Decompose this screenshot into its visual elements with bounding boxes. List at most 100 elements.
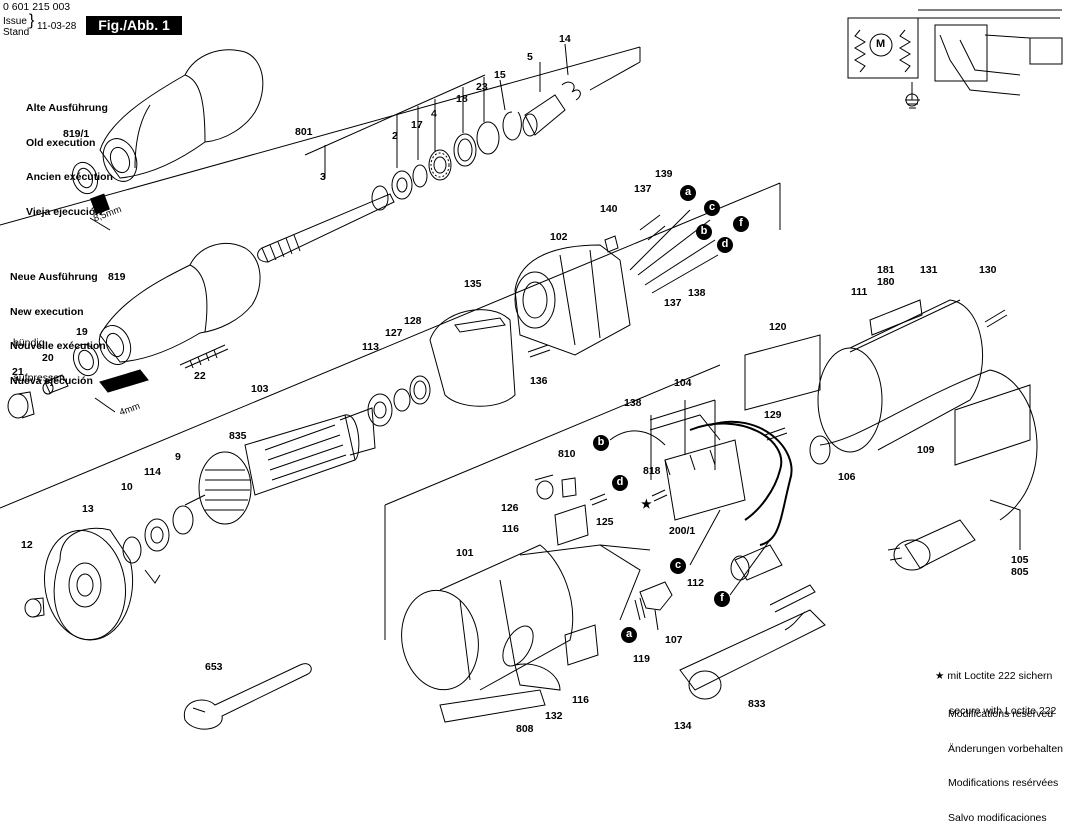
exploded-parts-diagram: 0 601 215 003 Issue Stand } 11-03-28 Fig… bbox=[0, 1, 1063, 823]
part-139: 139 bbox=[655, 168, 673, 180]
part-132: 132 bbox=[545, 710, 563, 722]
part-128: 128 bbox=[404, 315, 422, 327]
main-housing bbox=[401, 544, 651, 691]
press-flush-note: bündig aufpressen bbox=[13, 315, 65, 396]
part-15: 15 bbox=[494, 69, 506, 81]
wire-bundle bbox=[629, 209, 719, 294]
spring-clip bbox=[144, 569, 161, 584]
bearing-113 bbox=[367, 393, 393, 427]
guard-ring bbox=[429, 309, 516, 407]
part-126: 126 bbox=[501, 502, 519, 514]
part-23: 23 bbox=[476, 81, 488, 93]
modifications-note: Modifications reserved Änderungen vorbeh… bbox=[948, 686, 1063, 836]
loctite-note: ★ mit Loctite 222 sichern secure with Lo… bbox=[935, 648, 1056, 729]
screw-125 bbox=[589, 493, 608, 506]
bearing-114 bbox=[144, 518, 170, 552]
old-execution-line: Vieja ejecución bbox=[26, 205, 102, 218]
part-103: 103 bbox=[251, 383, 269, 395]
modifications-line: Modifications reserved bbox=[948, 708, 1054, 720]
leader-104 bbox=[649, 399, 716, 421]
switch-104 bbox=[649, 414, 746, 521]
brush-holder-116b bbox=[564, 624, 599, 666]
ring-23 bbox=[476, 121, 500, 155]
part-119: 119 bbox=[633, 653, 650, 665]
screw-129 bbox=[764, 427, 788, 441]
part-114: 114 bbox=[144, 466, 161, 478]
motor-icon: M bbox=[876, 38, 886, 50]
frame-edge bbox=[589, 61, 641, 91]
loctite-line: mit Loctite 222 sichern bbox=[947, 670, 1053, 682]
part-808: 808 bbox=[516, 723, 534, 735]
wire-marker-f: f bbox=[733, 216, 749, 232]
wire-marker-b: b bbox=[593, 435, 609, 451]
wire-marker-f: f bbox=[714, 591, 730, 607]
star-icon: ★ bbox=[935, 670, 945, 682]
part-140: 140 bbox=[600, 203, 618, 215]
old-execution-line: Alte Ausführung bbox=[26, 102, 108, 114]
dim-line-old bbox=[89, 217, 111, 231]
part-131: 131 bbox=[920, 264, 938, 276]
ring-18 bbox=[453, 133, 477, 167]
wire-marker-d: d bbox=[612, 475, 628, 491]
ring-127 bbox=[393, 388, 411, 412]
loctite-line: secure with Loctite 222 bbox=[949, 704, 1057, 717]
brace-icon: } bbox=[29, 12, 35, 29]
part-107: 107 bbox=[665, 634, 683, 646]
figure-label: Fig./Abb. 1 bbox=[86, 16, 182, 35]
part-127: 127 bbox=[385, 327, 403, 339]
ring-819 bbox=[72, 343, 100, 377]
wire-marker-b: b bbox=[696, 224, 712, 240]
screw-136 bbox=[527, 344, 551, 358]
part-20: 20 bbox=[42, 352, 54, 364]
part-19: 19 bbox=[76, 326, 88, 338]
part-819: 819 bbox=[108, 271, 126, 283]
part-818: 818 bbox=[643, 465, 661, 477]
part-833: 833 bbox=[748, 698, 766, 710]
power-cable bbox=[809, 369, 1038, 521]
ring-9 bbox=[172, 505, 194, 535]
part-113: 113 bbox=[362, 341, 379, 353]
screw-22 bbox=[179, 344, 229, 369]
frame-line-mid bbox=[0, 182, 781, 509]
old-execution-line: Old execution bbox=[26, 136, 96, 149]
ring-128 bbox=[409, 375, 431, 405]
leader-14 bbox=[564, 43, 569, 76]
collet-nut-5 bbox=[522, 94, 566, 137]
press-line: aufpressen bbox=[13, 371, 65, 384]
part-109: 109 bbox=[917, 444, 935, 456]
issue-label: Issue bbox=[3, 16, 27, 27]
part-134: 134 bbox=[674, 720, 692, 732]
part-116: 116 bbox=[572, 694, 589, 706]
circlip-15 bbox=[502, 111, 522, 141]
bracket-801 bbox=[304, 74, 486, 156]
dim-line-new bbox=[94, 397, 116, 413]
stand-label: Stand bbox=[3, 27, 30, 38]
switch-wiring bbox=[689, 420, 793, 596]
part-2: 2 bbox=[392, 130, 398, 142]
document-number: 0 601 215 003 bbox=[3, 1, 71, 13]
part-105: 105 bbox=[1011, 554, 1029, 566]
old-execution-line: Ancien exécution bbox=[26, 171, 113, 183]
part-137: 137 bbox=[634, 183, 652, 195]
part-819-1: 819/1 bbox=[63, 128, 90, 140]
part-111: 111 bbox=[851, 286, 868, 298]
wire-marker-c: c bbox=[704, 200, 720, 216]
armature bbox=[184, 407, 376, 525]
part-138: 138 bbox=[624, 397, 642, 409]
part-125: 125 bbox=[596, 516, 614, 528]
part-137: 137 bbox=[664, 297, 682, 309]
cap-12 bbox=[24, 597, 45, 618]
issue-date: 11-03-28 bbox=[37, 21, 77, 32]
part-653: 653 bbox=[205, 661, 223, 673]
new-execution-line: New execution bbox=[10, 305, 84, 318]
modifications-line: Änderungen vorbehalten bbox=[948, 742, 1064, 755]
part-13: 13 bbox=[82, 503, 94, 515]
part-801: 801 bbox=[295, 126, 313, 138]
wiring-schematic bbox=[847, 9, 1063, 109]
nameplate-120 bbox=[744, 334, 821, 411]
part-102: 102 bbox=[550, 231, 568, 243]
nameplate-109 bbox=[954, 384, 1031, 466]
sleeve-140 bbox=[604, 235, 619, 253]
ring-819-1 bbox=[71, 161, 99, 195]
old-execution-label: Alte Ausführung Old execution Ancien exé… bbox=[26, 80, 113, 230]
